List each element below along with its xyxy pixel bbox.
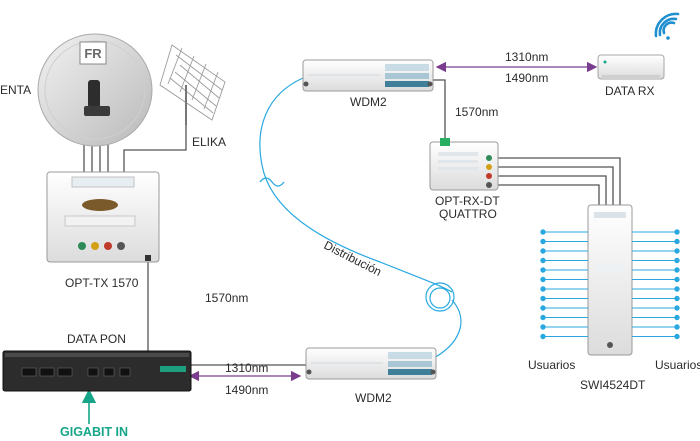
multiswitch-outputs [540, 229, 680, 340]
svg-text:FR: FR [84, 46, 102, 61]
output-port-left [540, 229, 546, 235]
output-port-left [540, 295, 546, 302]
output-port-right [674, 276, 680, 283]
output-port-right [674, 295, 680, 302]
wdm2-top-device [302, 59, 434, 92]
opt-tx-device [46, 171, 160, 263]
gigabit-in-label: GIGABIT IN [60, 425, 129, 439]
opt-rx-label-line1: OPT-RX-DT [435, 194, 500, 208]
output-port-right [674, 248, 680, 254]
output-port-right [674, 257, 680, 264]
wifi-icon [654, 12, 680, 40]
data-pon-device [2, 350, 192, 392]
satellite-dish-icon: FR [37, 33, 153, 147]
wavelength-bottom-1490: 1490nm [225, 383, 269, 397]
output-port-left [540, 238, 546, 245]
data-pon-label: DATA PON [67, 332, 126, 346]
data-rx-label: DATA RX [605, 84, 655, 98]
wavelength-arrows [188, 61, 598, 382]
output-port-left [540, 333, 546, 340]
output-port-right [674, 333, 680, 340]
output-port-left [540, 248, 546, 254]
opt-rx-label-line2: QUATTRO [439, 207, 497, 221]
usuarios-right-label: Usuarios [655, 358, 700, 372]
output-port-right [674, 324, 680, 330]
output-port-right [674, 267, 680, 273]
wavelength-1570-right: 1570nm [455, 105, 499, 119]
output-port-left [540, 276, 546, 283]
wavelength-top-1490: 1490nm [505, 71, 549, 85]
output-port-right [674, 229, 680, 235]
output-port-right [674, 314, 680, 321]
wavelength-bottom-1310: 1310nm [225, 361, 269, 375]
data-rx-router-device [597, 54, 665, 80]
wdm2-bottom-label: WDM2 [355, 391, 392, 405]
elika-label: ELIKA [192, 135, 227, 149]
output-port-left [540, 267, 546, 273]
fiber-distribution-line [259, 77, 462, 361]
output-port-left [540, 324, 546, 330]
output-port-right [674, 305, 680, 311]
output-port-right [674, 286, 680, 292]
usuarios-left-label: Usuarios [528, 358, 576, 372]
elika-antenna-icon [159, 44, 226, 125]
output-port-left [540, 286, 546, 292]
swi-label: SWI4524DT [580, 378, 646, 392]
wdm2-bottom-device [305, 347, 437, 380]
output-port-right [674, 238, 680, 245]
antenna-label: ENTA [0, 83, 32, 97]
coax-cables [83, 79, 621, 366]
opt-rx-quattro-device [429, 138, 499, 191]
wdm2-top-label: WDM2 [350, 95, 387, 109]
output-port-left [540, 305, 546, 311]
wavelength-1570-left: 1570nm [205, 291, 249, 305]
output-port-left [540, 314, 546, 321]
wavelength-top-1310: 1310nm [505, 50, 549, 64]
output-port-left [540, 257, 546, 264]
opt-tx-label: OPT-TX 1570 [65, 276, 139, 290]
multiswitch-device [587, 204, 633, 356]
